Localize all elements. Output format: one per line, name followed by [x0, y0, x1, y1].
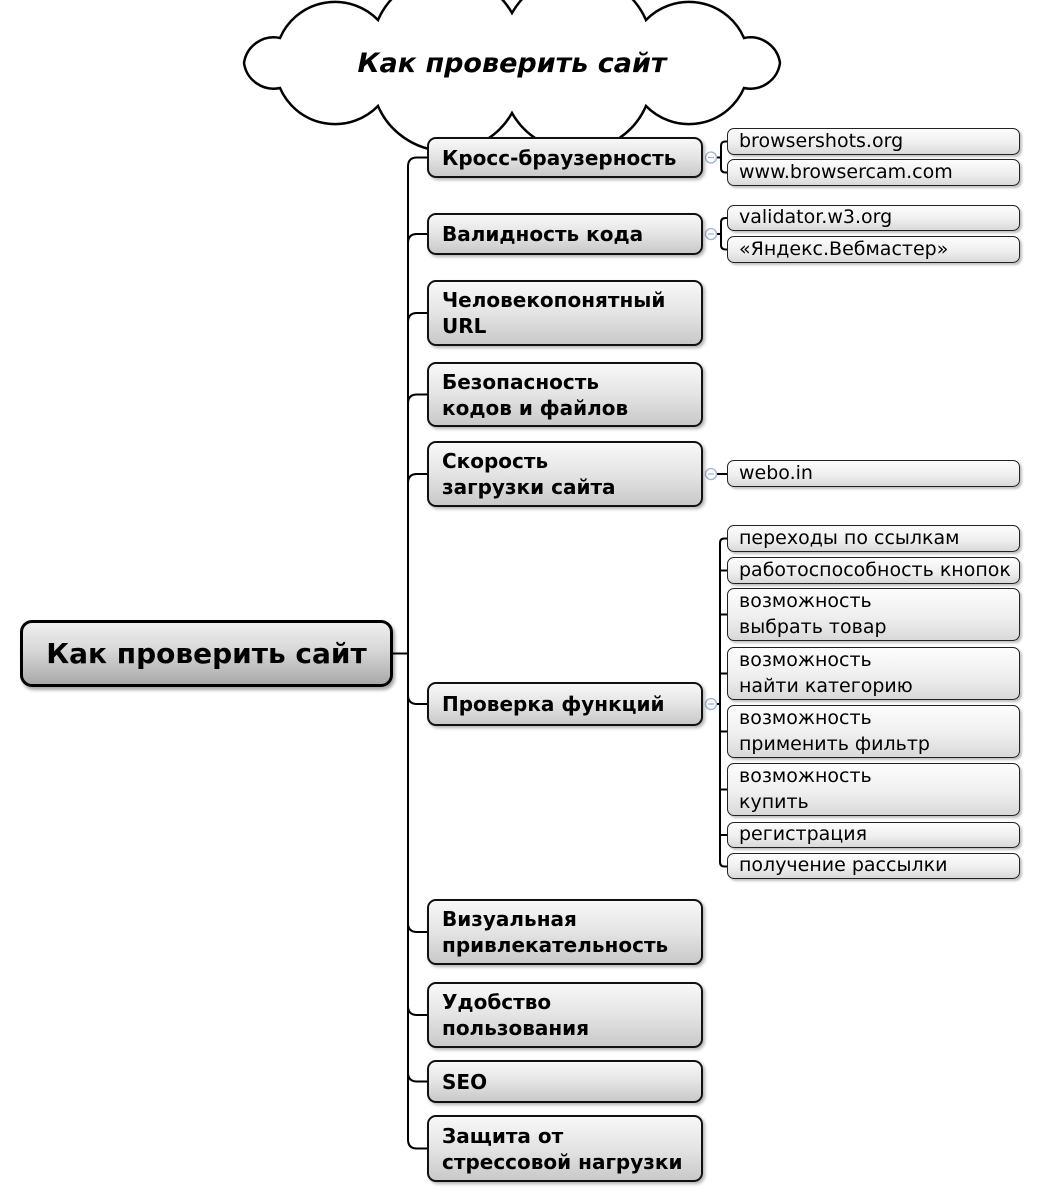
branch-usability[interactable]: Удобство пользования	[427, 982, 703, 1048]
collapse-icon-cross-browser[interactable]	[704, 151, 718, 164]
branch-connector	[407, 393, 427, 404]
subtopic-browsershots[interactable]: browsershots.org	[727, 128, 1020, 155]
subtopic-apply-filter[interactable]: возможность применить фильтр	[727, 705, 1020, 758]
branch-connector	[407, 694, 427, 705]
subtopic-bracket	[717, 217, 727, 251]
branch-code-validity[interactable]: Валидность кода	[427, 213, 703, 255]
branch-connector	[407, 233, 427, 244]
branch-seo[interactable]: SEO	[427, 1060, 703, 1103]
branch-human-readable-url[interactable]: Человекопонятный URL	[427, 280, 703, 346]
branch-cross-browser[interactable]: Кросс-браузерность	[427, 137, 703, 178]
subtopic-browsercam[interactable]: www.browsercam.com	[727, 159, 1020, 186]
subtopic-link-clicks[interactable]: переходы по ссылкам	[727, 525, 1020, 552]
cloud-topic-label[interactable]: Как проверить сайт	[357, 47, 667, 79]
branch-visual-appeal[interactable]: Визуальная привлекательность	[427, 899, 703, 965]
cloud-shape[interactable]	[242, 0, 782, 153]
collapse-icon-function-check[interactable]	[704, 697, 718, 711]
branch-connector	[407, 1072, 427, 1083]
trunk-line	[407, 156, 427, 1150]
subtopic-registration[interactable]: регистрация	[727, 822, 1020, 848]
collapse-icon-load-speed[interactable]	[704, 467, 718, 481]
subtopic-yandex-webmaster[interactable]: «Яндекс.Вебмастер»	[727, 236, 1020, 263]
subtopic-validator[interactable]: validator.w3.org	[727, 205, 1020, 231]
branch-function-check[interactable]: Проверка функций	[427, 682, 703, 726]
branch-connector	[407, 473, 427, 484]
branch-connector	[407, 922, 427, 933]
branch-code-file-security[interactable]: Безопасность кодов и файлов	[427, 362, 703, 427]
root-topic[interactable]: Как проверить сайт	[20, 620, 393, 687]
subtopic-webo-in[interactable]: webo.in	[727, 460, 1020, 487]
branch-connector	[407, 312, 427, 323]
branch-load-speed[interactable]: Скорость загрузки сайта	[427, 441, 703, 507]
branch-stress-protection[interactable]: Защита от стрессовой нагрузки	[427, 1115, 703, 1182]
subtopic-select-product[interactable]: возможность выбрать товар	[727, 588, 1020, 641]
subtopic-bracket	[717, 140, 727, 174]
subtopic-purchase[interactable]: возможность купить	[727, 763, 1020, 816]
branch-connector	[407, 1005, 427, 1016]
subtopic-bracket	[717, 537, 727, 868]
subtopic-find-category[interactable]: возможность найти категорию	[727, 647, 1020, 700]
collapse-icon-code-validity[interactable]	[704, 227, 718, 241]
subtopic-button-functionality[interactable]: работоспособность кнопок	[727, 557, 1020, 584]
subtopic-newsletter[interactable]: получение рассылки	[727, 853, 1020, 879]
